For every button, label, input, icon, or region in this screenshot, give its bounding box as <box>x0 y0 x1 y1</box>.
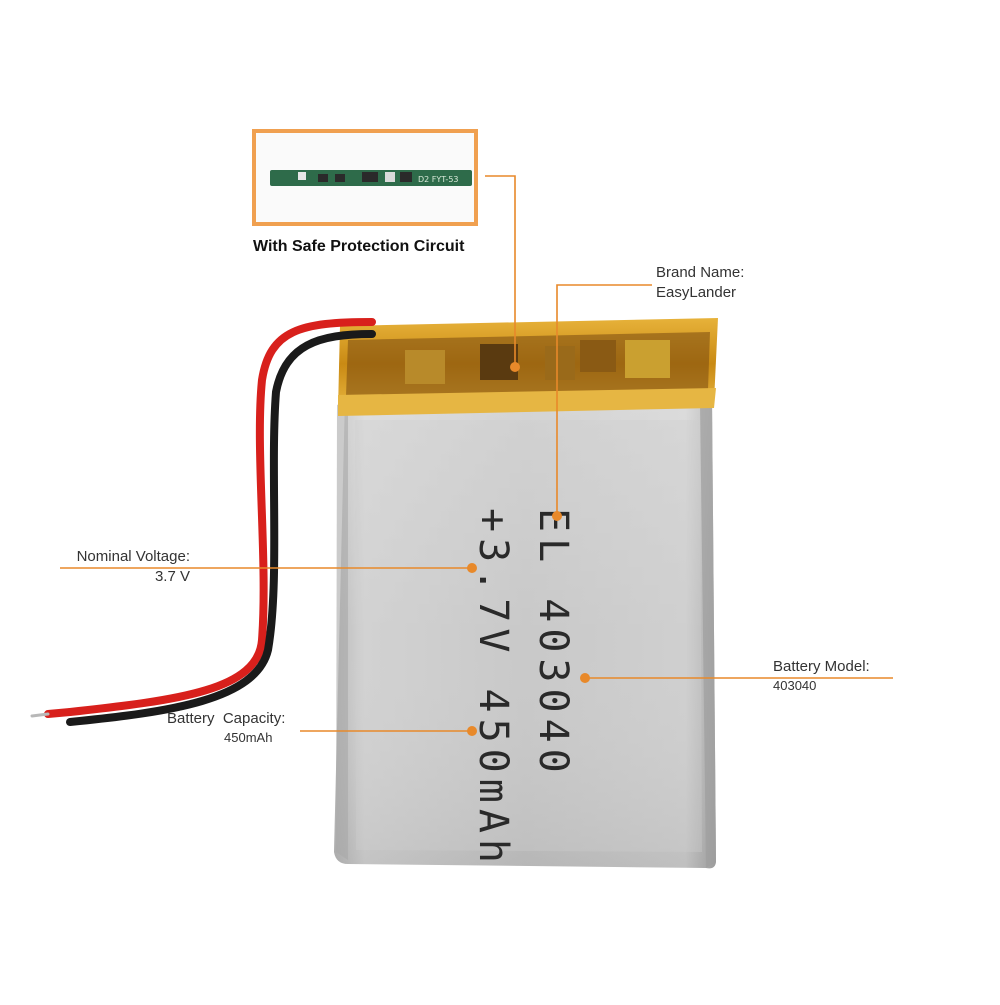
battery-pouch <box>334 398 716 869</box>
brand-title: Brand Name: <box>656 264 745 281</box>
model-title: Battery Model: <box>773 658 870 675</box>
callout-pcb-line <box>485 175 516 367</box>
callout-model-dot <box>580 673 590 683</box>
printed-rating-text: +3.7V 450mAh <box>470 508 516 869</box>
battery-leads <box>30 318 376 726</box>
callout-capacity-dot <box>467 726 477 736</box>
callout-voltage-dot <box>467 563 477 573</box>
callout-brand-dot <box>552 511 562 521</box>
printed-marking: EL 403040 +3.7V 450mAh <box>470 508 576 869</box>
callout-brand: Brand Name: EasyLander <box>656 263 744 304</box>
kapton-tape-top <box>338 318 718 416</box>
pcb-inset: D2 FYT-53 <box>252 129 478 226</box>
callout-model: Battery Model: 403040 <box>773 657 870 695</box>
voltage-title: Nominal Voltage: <box>76 548 190 565</box>
callout-pcb-dot <box>510 362 520 372</box>
capacity-value: 450mAh <box>224 730 273 746</box>
callout-voltage: Nominal Voltage: 3.7 V <box>62 547 190 588</box>
voltage-value: 3.7 V <box>154 568 190 586</box>
capacity-title: Battery Capacity: <box>167 710 286 727</box>
callout-brand-line <box>556 284 652 516</box>
model-value: 403040 <box>773 678 817 694</box>
brand-value: EasyLander <box>656 284 737 302</box>
pcb-caption: With Safe Protection Circuit <box>253 238 465 255</box>
callout-capacity: Battery Capacity: 450mAh <box>167 709 285 747</box>
callout-lines <box>60 175 893 736</box>
pcb-marking-text: D2 FYT-53 <box>418 175 459 184</box>
printed-model-text: EL 403040 <box>530 508 576 779</box>
